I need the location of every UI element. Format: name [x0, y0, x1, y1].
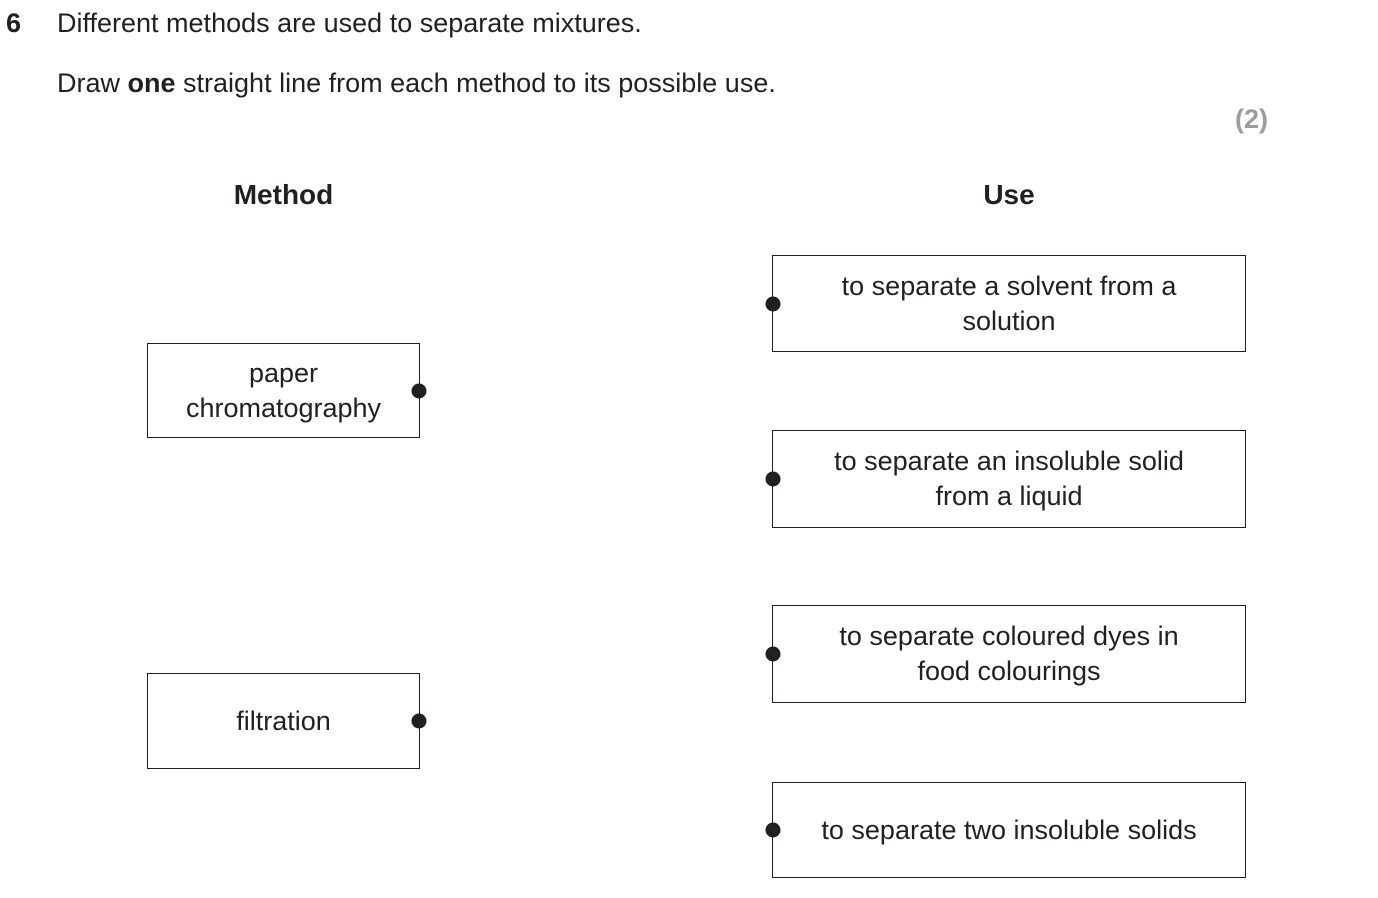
method-label-paper-chromatography: paper chromatography — [185, 357, 382, 423]
use-box-insoluble-solid-from-liquid[interactable]: to separate an insoluble solid from a li… — [765, 430, 1246, 528]
use-label-solvent-from-solution: to separate a solvent from a solution — [841, 270, 1177, 336]
question-intro-text: Different methods are used to separate m… — [57, 8, 642, 38]
use-label-coloured-dyes: to separate coloured dyes in food colour… — [839, 621, 1179, 686]
connector-dot-insoluble-solid-from-liquid[interactable] — [765, 471, 781, 487]
connector-dot-solvent-from-solution[interactable] — [765, 296, 781, 311]
marks-label: (2) — [1235, 104, 1268, 134]
use-label-two-insoluble-solids: to separate two insoluble solids — [821, 814, 1197, 845]
use-box-coloured-dyes[interactable]: to separate coloured dyes in food colour… — [765, 605, 1246, 703]
method-label-filtration: filtration — [236, 705, 331, 736]
connector-dot-filtration[interactable] — [411, 713, 427, 729]
use-box-two-insoluble-solids[interactable]: to separate two insoluble solids — [765, 782, 1246, 878]
method-box-filtration[interactable]: filtration — [147, 673, 427, 769]
method-box-paper-chromatography[interactable]: paper chromatography — [147, 343, 427, 438]
question-number: 6 — [6, 8, 22, 38]
use-column-header: Use — [983, 179, 1035, 210]
use-box-solvent-from-solution[interactable]: to separate a solvent from a solution — [765, 255, 1246, 352]
method-column-header: Method — [233, 179, 334, 210]
question-instruction: Draw one straight line from each method … — [57, 66, 776, 100]
instruction-prefix: Draw — [57, 68, 128, 98]
connector-dot-coloured-dyes[interactable] — [765, 646, 781, 662]
use-label-insoluble-solid-from-liquid: to separate an insoluble solid from a li… — [834, 446, 1184, 511]
instruction-suffix: straight line from each method to its po… — [175, 68, 776, 98]
instruction-bold-word: one — [127, 68, 176, 98]
connector-dot-paper-chromatography[interactable] — [411, 383, 427, 398]
connector-dot-two-insoluble-solids[interactable] — [765, 822, 781, 838]
